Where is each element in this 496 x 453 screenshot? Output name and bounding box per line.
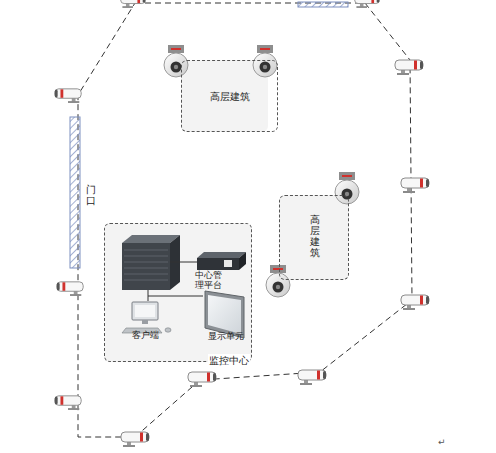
perimeter-fence: [78, 3, 412, 437]
gate-bar: [70, 117, 80, 268]
dome-camera: [335, 172, 359, 204]
paragraph-mark: ↵: [438, 437, 446, 447]
node-label: 显示单元: [197, 330, 255, 343]
dome-camera: [253, 45, 277, 77]
network-wire: [148, 296, 203, 301]
bullet-camera: [121, 0, 146, 8]
platform-device: [197, 252, 246, 270]
network-wire: [170, 262, 197, 263]
bullet-camera: [188, 372, 216, 387]
dome-camera: [164, 45, 188, 77]
gate-label: 门口: [86, 184, 96, 206]
node-label: 高层建筑: [310, 214, 320, 258]
node-label: 监控中心: [208, 354, 250, 368]
bullet-camera: [55, 89, 81, 103]
bullet-camera: [355, 0, 380, 8]
client-computer: [122, 302, 171, 333]
building-ground: [279, 195, 349, 280]
display-node: 显示单元: [203, 288, 249, 343]
dome-camera: [266, 265, 290, 297]
node-label: 中心管理平台: [195, 270, 222, 291]
gate-bar: [298, 2, 348, 7]
bullet-camera: [298, 370, 326, 385]
network-wire: [148, 290, 149, 296]
bullet-camera: [121, 432, 149, 447]
bullet-camera: [401, 178, 429, 193]
platform-node: 中心管理平台: [191, 248, 249, 298]
bullet-camera: [395, 60, 423, 75]
building-box: 高层建筑: [181, 60, 278, 132]
bullet-camera: [55, 396, 81, 410]
bullet-camera: [57, 282, 83, 296]
node-label: 客户端: [117, 329, 173, 342]
client-node: 客户端: [123, 301, 167, 342]
display-unit: [205, 291, 244, 338]
node-label: 高层建筑: [182, 90, 277, 104]
bullet-camera: [401, 295, 429, 310]
center-ground: [104, 223, 252, 362]
building-box: 高层建筑: [279, 195, 349, 280]
monitor-center-box: 中心管理平台客户端显示单元监控中心: [104, 223, 252, 362]
